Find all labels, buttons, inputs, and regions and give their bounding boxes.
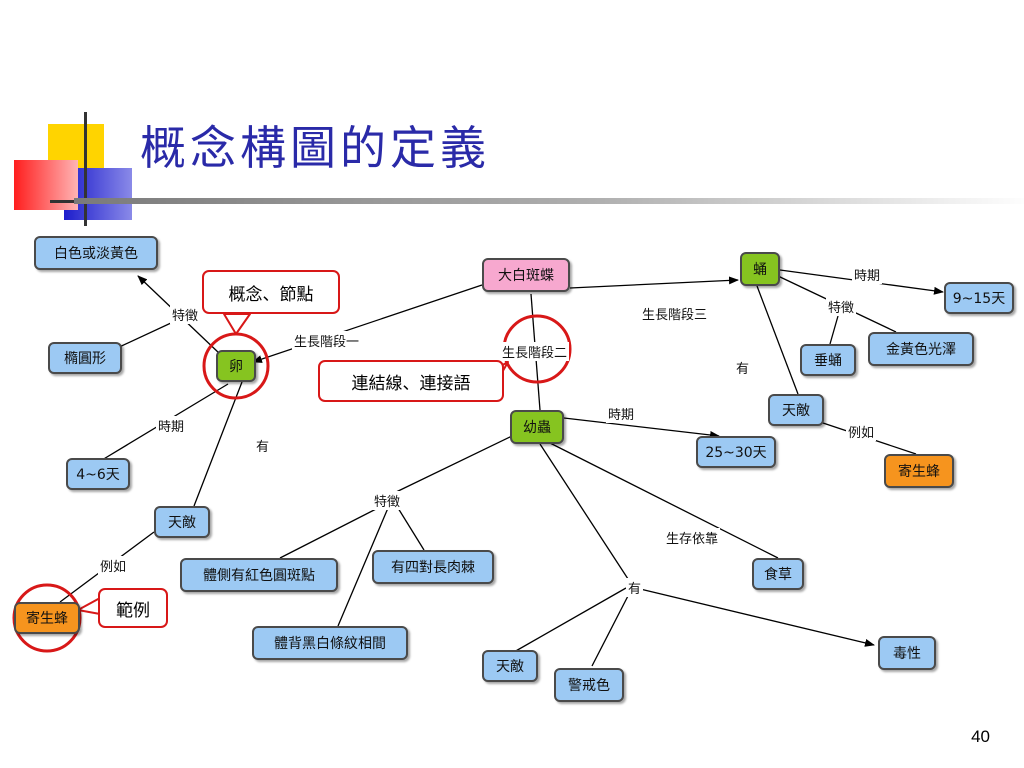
link-label-has-egg: 有 bbox=[254, 436, 272, 455]
node-egg[interactable]: 卵 bbox=[216, 350, 256, 382]
node-black-white[interactable]: 體背黑白條紋相間 bbox=[252, 626, 408, 660]
link-egg-enemy bbox=[193, 381, 243, 507]
link-label-stage1: 生長階段一 bbox=[292, 331, 362, 350]
link-feature-spines bbox=[397, 507, 425, 551]
callout-concept-node: 概念、節點 bbox=[202, 270, 340, 314]
link-larva-has bbox=[539, 443, 631, 583]
node-four-spines[interactable]: 有四對長肉棘 bbox=[372, 550, 494, 584]
node-grass[interactable]: 食草 bbox=[752, 558, 804, 590]
node-days-4-6[interactable]: 4~6天 bbox=[66, 458, 130, 490]
slide-title: 概念構圖的定義 bbox=[140, 121, 490, 175]
node-parasite-pupa[interactable]: 寄生蜂 bbox=[884, 454, 954, 488]
callout-example: 範例 bbox=[98, 588, 168, 628]
node-oval[interactable]: 橢圓形 bbox=[48, 342, 122, 374]
node-golden-luster[interactable]: 金黃色光澤 bbox=[868, 332, 974, 366]
link-label-feature-egg: 特徵 bbox=[170, 305, 201, 324]
node-enemy-egg[interactable]: 天敵 bbox=[154, 506, 210, 538]
link-pupa-enemy bbox=[756, 285, 799, 395]
link-label-feature-pupa: 特徵 bbox=[826, 297, 857, 316]
link-feature-redspots bbox=[279, 507, 379, 559]
callout-pointer-example bbox=[77, 597, 101, 615]
node-red-spots[interactable]: 體側有紅色圓斑點 bbox=[180, 558, 338, 592]
link-label-has-pupa: 有 bbox=[734, 358, 752, 377]
link-larva-days bbox=[563, 417, 720, 439]
link-label-has-larva: 有 bbox=[626, 578, 644, 597]
node-butterfly[interactable]: 大白斑蝶 bbox=[482, 258, 570, 292]
node-days-9-15[interactable]: 9~15天 bbox=[944, 282, 1014, 314]
node-days-25-30[interactable]: 25~30天 bbox=[696, 436, 776, 468]
node-larva[interactable]: 幼蟲 bbox=[510, 410, 564, 444]
node-enemy-larva[interactable]: 天敵 bbox=[482, 650, 538, 682]
link-label-depend: 生存依靠 bbox=[664, 528, 721, 547]
page-number: 40 bbox=[971, 727, 990, 746]
link-larva-grass bbox=[547, 441, 779, 559]
link-larva-feature bbox=[391, 435, 513, 495]
link-has-toxic bbox=[635, 587, 875, 647]
deco-vertical-line bbox=[84, 112, 87, 226]
link-butterfly-egg bbox=[252, 284, 483, 363]
link-feature-blackwhite bbox=[337, 507, 389, 627]
link-has-warning bbox=[591, 591, 631, 667]
link-butterfly-pupa bbox=[569, 276, 739, 289]
node-warning-color[interactable]: 警戒色 bbox=[554, 668, 624, 702]
link-label-period-egg: 時期 bbox=[156, 416, 187, 435]
node-parasite-egg[interactable]: 寄生蜂 bbox=[14, 602, 80, 634]
callout-pointer-node bbox=[223, 313, 251, 335]
node-enemy-pupa[interactable]: 天敵 bbox=[768, 394, 824, 426]
link-label-example-egg: 例如 bbox=[98, 556, 129, 575]
node-hanging-pupa[interactable]: 垂蛹 bbox=[800, 344, 856, 376]
link-label-stage2: 生長階段二 bbox=[500, 342, 570, 361]
link-label-stage3: 生長階段三 bbox=[640, 304, 710, 323]
title-underline bbox=[74, 198, 1024, 204]
highlight-circle-egg bbox=[202, 332, 270, 400]
link-has-enemy bbox=[513, 587, 627, 653]
link-label-period-pupa: 時期 bbox=[852, 265, 883, 284]
node-white-yellow[interactable]: 白色或淡黃色 bbox=[34, 236, 158, 270]
link-label-period-larva: 時期 bbox=[606, 404, 637, 423]
link-label-feature-larva: 特徵 bbox=[372, 491, 403, 510]
link-feature-hanging bbox=[829, 315, 839, 345]
callout-link-words: 連結線、連接語 bbox=[318, 360, 504, 402]
node-pupa[interactable]: 蛹 bbox=[740, 252, 780, 286]
node-toxic[interactable]: 毒性 bbox=[878, 636, 936, 670]
link-label-example-pupa: 例如 bbox=[846, 422, 877, 441]
